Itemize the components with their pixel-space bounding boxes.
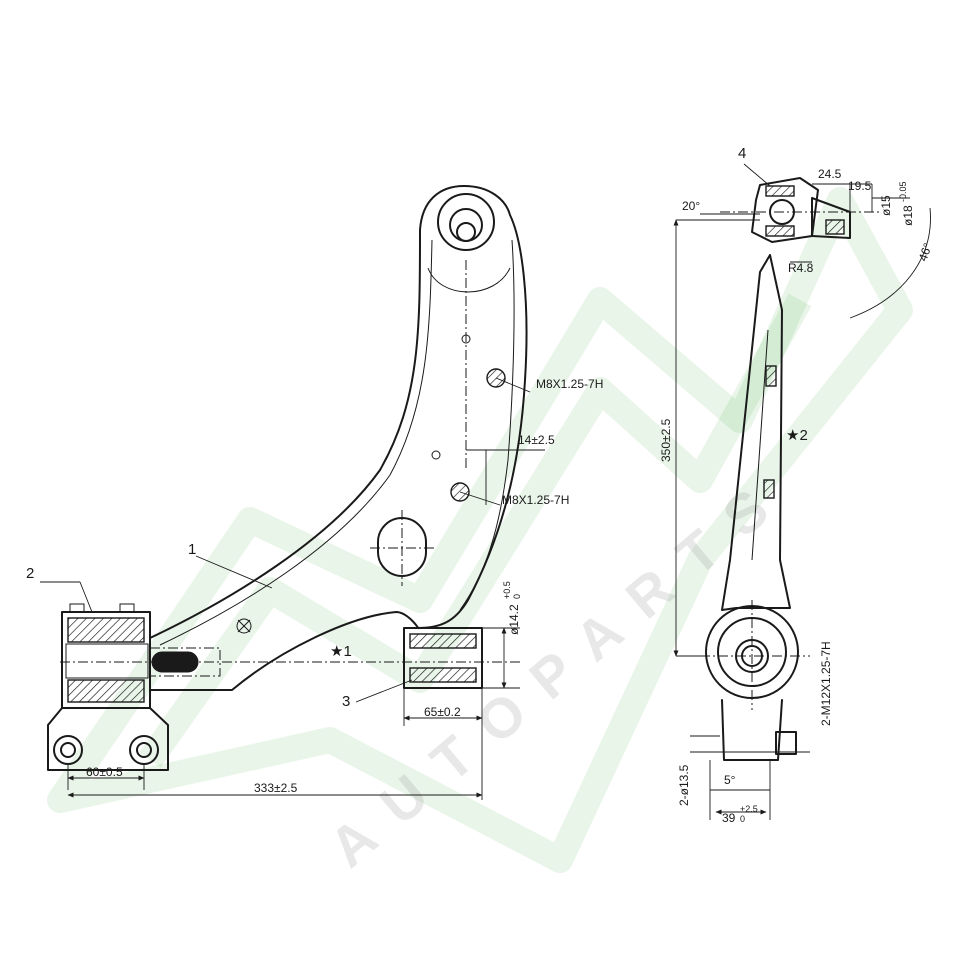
fillet-radius-label: R4.8	[788, 261, 814, 275]
pilot-hole-3	[236, 618, 252, 634]
inspection-mark-1: ★1	[330, 643, 352, 660]
front-bushing-rubber-bottom	[67, 679, 145, 703]
watermark-shape	[47, 187, 913, 873]
rear-bushing-rubber-top	[409, 633, 477, 649]
bushing-width-label: 65±0.2	[424, 705, 461, 719]
ball-joint-stud	[449, 208, 483, 242]
rear-bush-bolt	[775, 731, 797, 755]
thread-lower-label: M8X1.25-7H	[502, 493, 569, 507]
inspection-mark-2: ★2	[786, 427, 808, 444]
overall-length-label: 333±2.5	[254, 781, 298, 795]
dim-a-label: 24.5	[818, 167, 842, 181]
bushing-dia-label: ø14.2	[507, 604, 521, 635]
rear-bushing	[403, 627, 483, 689]
bolt-spacing-label: 60±0.5	[86, 765, 123, 779]
arm-length-label: 350±2.5	[659, 418, 673, 462]
pilot-hole-2	[431, 450, 441, 460]
ball-joint-rib	[427, 267, 511, 293]
watermark: AUTOPARTS	[47, 187, 913, 879]
thread-upper-label: M8X1.25-7H	[536, 377, 603, 391]
taper-tol-label: -0.05	[898, 181, 908, 202]
part-number-3: 3	[342, 693, 350, 710]
mount-bracket	[47, 707, 169, 771]
rear-bush-bracket	[721, 699, 783, 761]
bush-thread-label: 2-M12X1.25-7H	[819, 641, 833, 726]
dim-b-label: 19.5	[848, 179, 872, 193]
ball-joint-boss	[437, 193, 495, 251]
front-view: 1 2 3 M8X1.25-7H M8X1.25-7H 14±2.5 ø14.2…	[26, 185, 603, 800]
bushing-dia-tol-upper: +0.5	[502, 581, 512, 599]
part-number-4: 4	[738, 145, 746, 162]
bush-width-tol-lower: 0	[740, 814, 745, 824]
taper-angle-label: 46°	[916, 241, 935, 263]
stud-dia-label: ø15	[879, 195, 893, 216]
ball-joint-angle-label: 20°	[682, 199, 700, 213]
ball-joint-nut	[456, 222, 476, 242]
bush-angle-label: 5°	[724, 773, 736, 787]
bush-width-tol-upper: +2.5	[740, 804, 758, 814]
bolt-hole-left	[53, 735, 83, 765]
ball-joint-housing	[751, 177, 819, 243]
rear-bushing-rubber-bottom	[409, 667, 477, 683]
offset-dim-label: 14±2.5	[518, 433, 555, 447]
front-bushing-sleeve	[65, 643, 149, 679]
ball-stud-taper	[811, 197, 851, 239]
bushing-dia-tol-lower: 0	[512, 594, 522, 599]
control-arm-flange	[159, 239, 515, 646]
bush-width-label: 39	[722, 811, 736, 825]
part-number-1: 1	[188, 541, 196, 558]
control-arm-outline	[149, 185, 528, 691]
hole-dia-label: 2-ø13.5	[677, 764, 691, 806]
front-bushing-rubber-top	[67, 617, 145, 643]
part-number-2: 2	[26, 565, 34, 582]
front-bushing-slot	[151, 651, 199, 673]
side-view: 4 20° 24.5 19.5 ø15 ø18 -0.05 46° R4.8 3…	[659, 145, 935, 825]
watermark-shape-inner	[139, 293, 812, 768]
taper-dia-label: ø18	[901, 205, 915, 226]
pilot-hole-1	[461, 334, 471, 344]
